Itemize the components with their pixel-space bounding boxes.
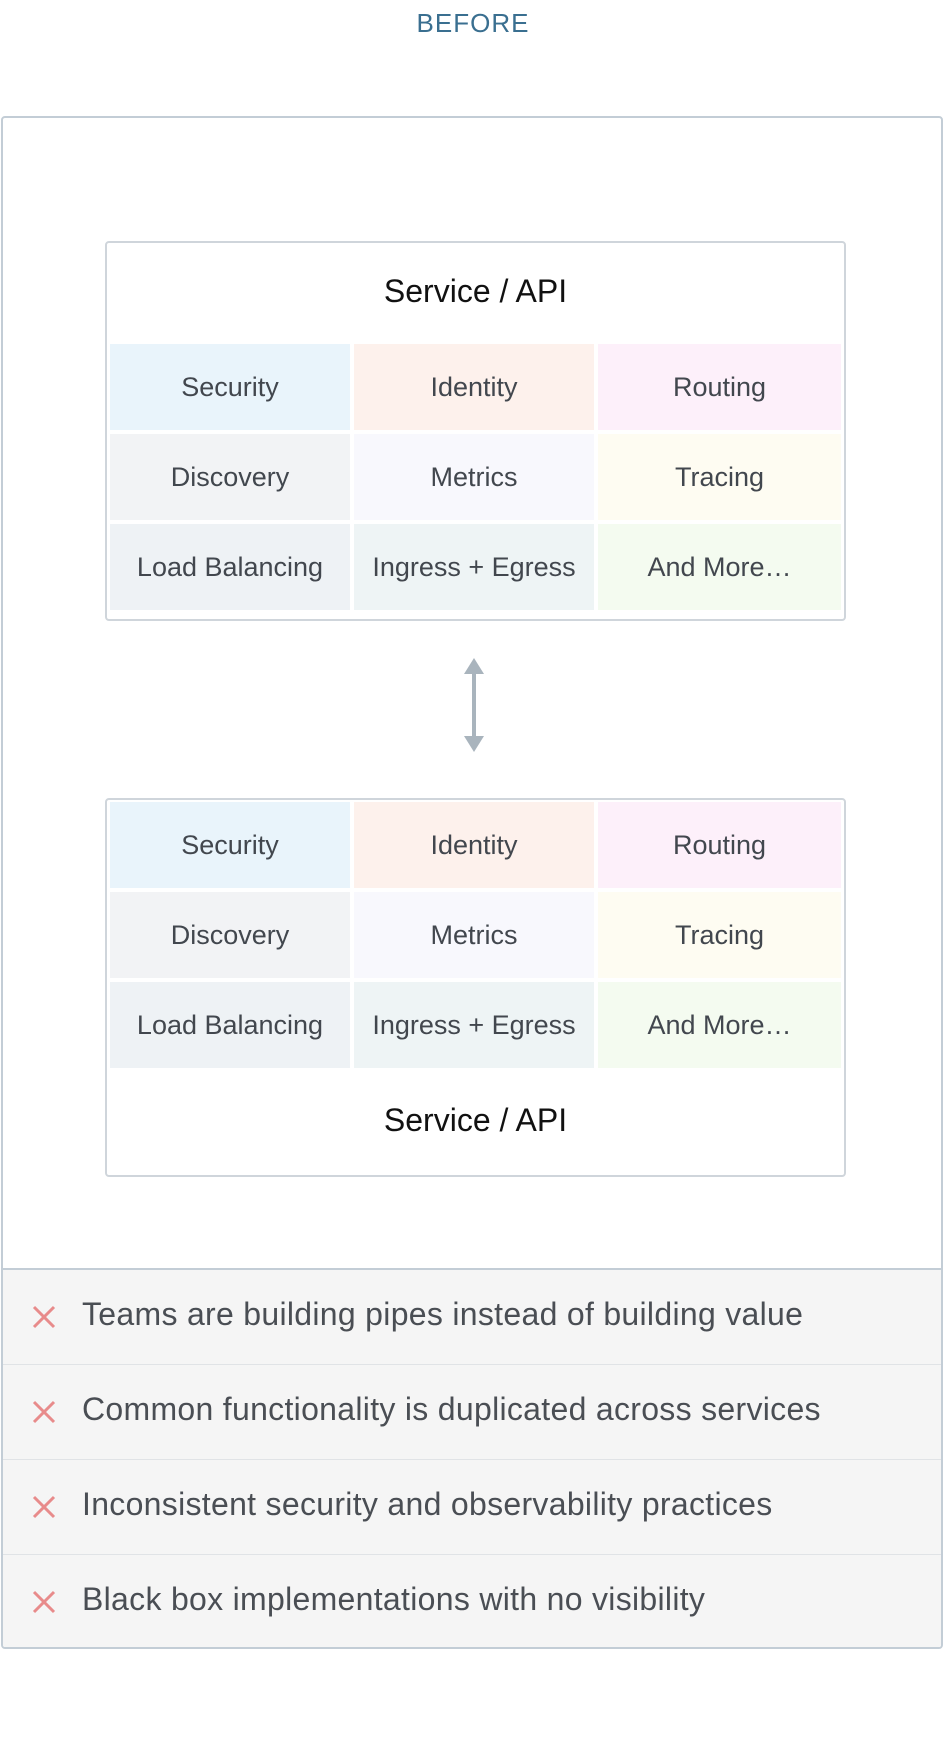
capability-cell: Ingress + Egress [354, 982, 594, 1068]
service-box-bottom: Security Identity Routing Discovery Metr… [105, 798, 846, 1177]
drawbacks-list: Teams are building pipes instead of buil… [3, 1268, 941, 1647]
capability-cell: Ingress + Egress [354, 524, 594, 610]
drawback-text: Black box implementations with no visibi… [82, 1581, 706, 1617]
close-icon [32, 1590, 56, 1614]
close-icon [32, 1305, 56, 1329]
capability-cell: Load Balancing [110, 982, 350, 1068]
capability-cell: Tracing [598, 892, 841, 978]
list-item: Common functionality is duplicated acros… [3, 1365, 941, 1460]
capability-grid-bottom: Security Identity Routing Discovery Metr… [110, 802, 841, 1068]
list-item: Teams are building pipes instead of buil… [3, 1270, 941, 1365]
capability-cell: And More… [598, 982, 841, 1068]
drawback-text: Teams are building pipes instead of buil… [82, 1296, 804, 1332]
capability-cell: And More… [598, 524, 841, 610]
capability-cell: Discovery [110, 892, 350, 978]
capability-cell: Metrics [354, 892, 594, 978]
close-icon [32, 1400, 56, 1424]
service-title: Service / API [383, 273, 568, 309]
service-box-top: Service / API Security Identity Routing … [105, 241, 846, 621]
capability-cell: Load Balancing [110, 524, 350, 610]
section-heading: BEFORE [416, 8, 530, 38]
list-item: Black box implementations with no visibi… [3, 1555, 941, 1647]
capability-cell: Security [110, 344, 350, 430]
capability-cell: Tracing [598, 434, 841, 520]
capability-cell: Discovery [110, 434, 350, 520]
capability-cell: Security [110, 802, 350, 888]
capability-cell: Routing [598, 802, 841, 888]
capability-cell: Identity [354, 802, 594, 888]
before-panel: Service / API Security Identity Routing … [1, 116, 943, 1649]
capability-cell: Metrics [354, 434, 594, 520]
close-icon [32, 1495, 56, 1519]
drawback-text: Common functionality is duplicated acros… [82, 1391, 821, 1427]
capability-cell: Identity [354, 344, 594, 430]
drawback-text: Inconsistent security and observability … [82, 1486, 773, 1522]
double-arrow-vertical-icon [464, 658, 484, 752]
list-item: Inconsistent security and observability … [3, 1460, 941, 1555]
capability-grid-top: Security Identity Routing Discovery Metr… [110, 344, 841, 610]
service-title: Service / API [383, 1102, 568, 1138]
capability-cell: Routing [598, 344, 841, 430]
